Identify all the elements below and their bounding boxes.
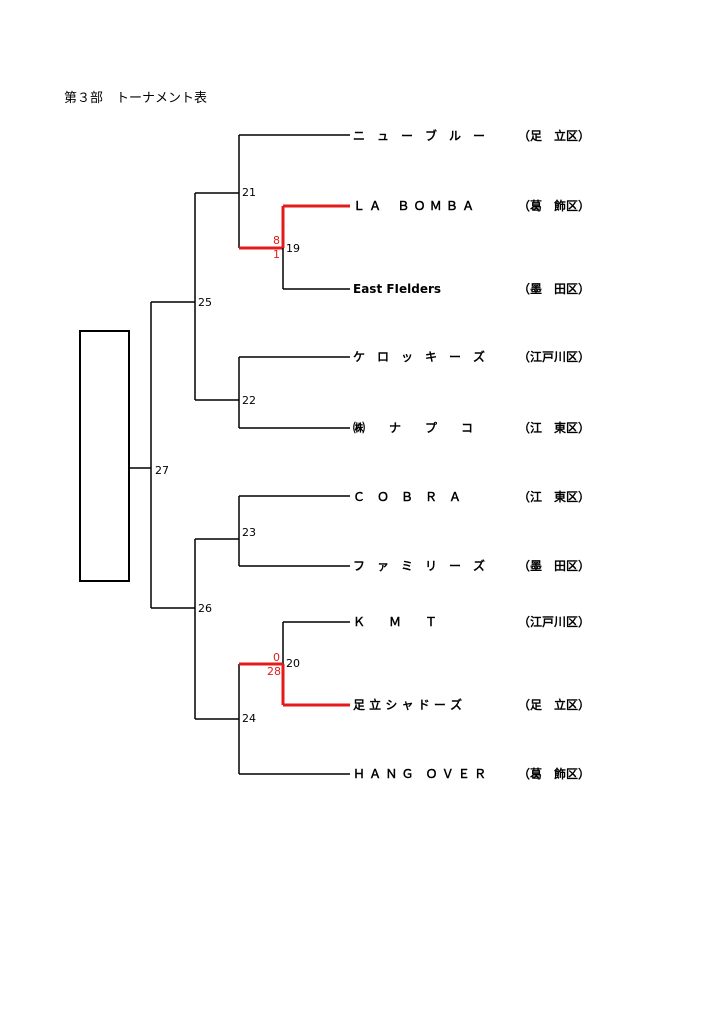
team-ward: （墨 田区） xyxy=(518,558,590,573)
game-20-score-bottom: 28 xyxy=(267,665,281,678)
team-ward: （足 立区） xyxy=(518,697,590,712)
game-number-27: 27 xyxy=(155,464,169,477)
team-name: Ｋ Ｍ Ｔ xyxy=(353,615,437,629)
team-ward: （葛 飾区） xyxy=(518,198,590,213)
team-ward: （墨 田区） xyxy=(518,281,590,296)
champion-box xyxy=(79,330,130,582)
team-name: Ｃ Ｏ Ｂ Ｒ Ａ xyxy=(353,490,461,504)
game-number-26: 26 xyxy=(198,602,212,615)
game-19-score-top: 8 xyxy=(273,234,280,247)
game-20-score-top: 0 xyxy=(273,651,280,664)
game-number-19: 19 xyxy=(286,242,300,255)
team-name: ケ ロ ッ キ ー ズ xyxy=(353,349,485,364)
game-19-score-bottom: 1 xyxy=(273,248,280,261)
team-name: East FIelders xyxy=(353,282,441,296)
team-ward: （江 東区） xyxy=(518,489,590,504)
team-ward: （足 立区） xyxy=(518,128,590,143)
game-number-21: 21 xyxy=(242,186,256,199)
team-name: 足 立 シ ャ ド ー ズ xyxy=(353,697,462,712)
team-ward: （江戸川区） xyxy=(518,349,590,364)
team-name: ㈱ ナ プ コ xyxy=(353,420,473,435)
game-number-23: 23 xyxy=(242,526,256,539)
game-number-20: 20 xyxy=(286,657,300,670)
team-name: Ｈ Ａ Ｎ Ｇ Ｏ Ｖ Ｅ Ｒ xyxy=(353,767,486,781)
page-title: 第３部 トーナメント表 xyxy=(64,91,207,106)
team-ward: （江 東区） xyxy=(518,420,590,435)
game-number-24: 24 xyxy=(242,712,256,725)
team-ward: （葛 飾区） xyxy=(518,766,590,781)
team-ward: （江戸川区） xyxy=(518,614,590,629)
game-number-25: 25 xyxy=(198,296,212,309)
team-name: Ｌ Ａ Ｂ Ｏ Ｍ Ｂ Ａ xyxy=(353,199,474,213)
game-number-22: 22 xyxy=(242,394,256,407)
team-name: ニ ュ ー ブ ル ー xyxy=(353,128,485,143)
team-name: フ ァ ミ リ ー ズ xyxy=(353,558,485,573)
